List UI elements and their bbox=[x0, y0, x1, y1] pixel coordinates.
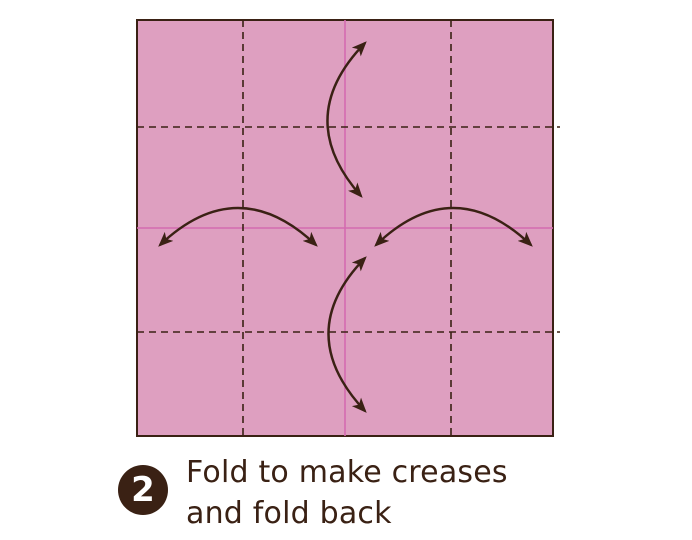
fold-arrow-left-icon bbox=[158, 206, 318, 247]
fold-arrow-top-icon bbox=[326, 41, 367, 198]
step-caption-line-1: Fold to make creases bbox=[186, 455, 508, 490]
fold-arrow-right-icon bbox=[374, 206, 533, 247]
step-caption-line-2: and fold back bbox=[186, 496, 392, 531]
folding-diagram bbox=[136, 19, 560, 440]
step-number-badge: 2 bbox=[118, 465, 168, 515]
step-caption: Fold to make creases and fold back bbox=[186, 452, 508, 534]
fold-arrow-bottom-icon bbox=[327, 256, 367, 413]
step-instruction: 2 Fold to make creases and fold back bbox=[118, 452, 638, 536]
